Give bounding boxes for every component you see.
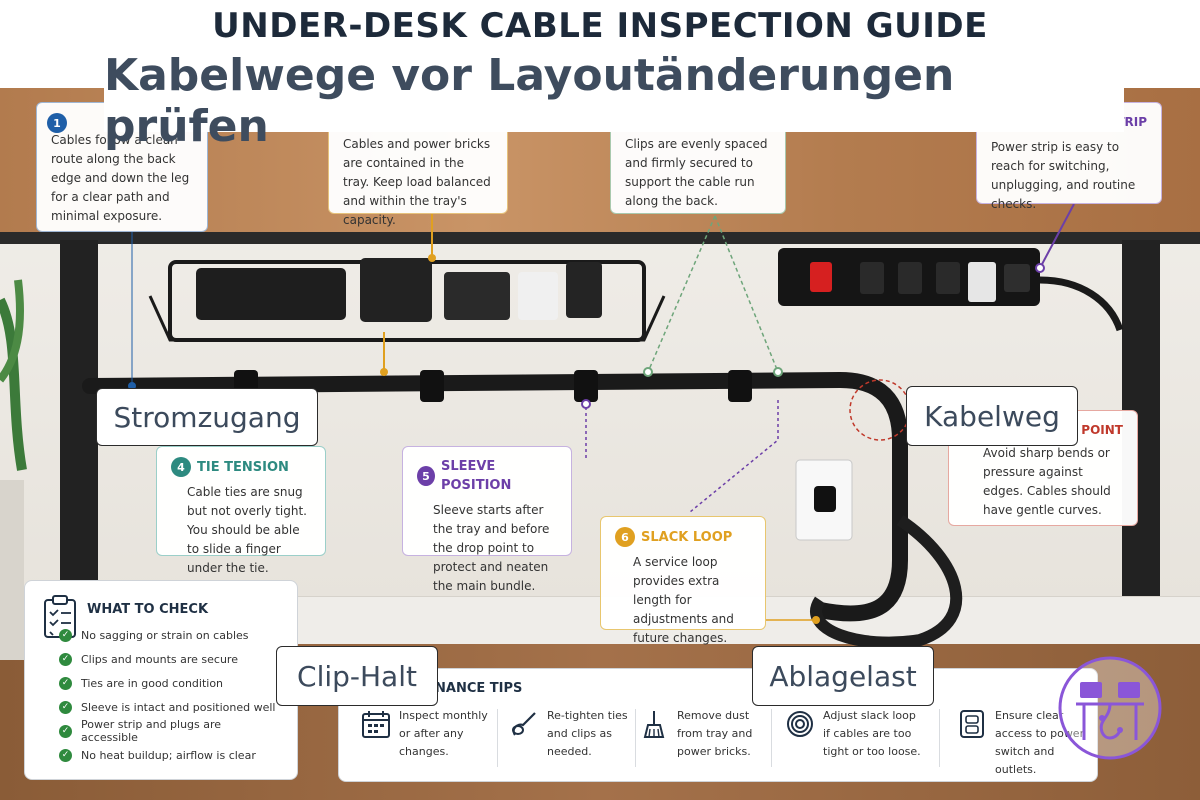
check-icon: ✓ [59, 700, 72, 714]
desk-frame [0, 232, 1200, 244]
desk-logo-icon [1058, 656, 1162, 760]
tip-item: Inspect monthly or after any changes. [361, 707, 491, 769]
check-icon: ✓ [59, 724, 72, 738]
maintenance-tips-title: NANCE TIPS [435, 681, 523, 696]
desk-leg-left [60, 240, 98, 640]
check-icon: ✓ [59, 676, 72, 690]
checklist-item-text: Power strip and plugs are accessible [81, 718, 222, 744]
checklist-item: ✓ No sagging or strain on cables [15, 623, 279, 647]
callout-sleeve-position-text: Sleeve starts after the tray and before … [433, 503, 550, 593]
power-strip [778, 248, 1040, 306]
overlay-label-power-access: Stromzugang [96, 388, 318, 446]
maintenance-tips-panel: NANCE TIPS Inspect monthly or after any … [338, 668, 1098, 782]
callout-clips-text: Clips are evenly spaced and firmly secur… [625, 137, 768, 208]
tip-divider [939, 709, 940, 767]
checklist-item-text: Clips and mounts are secure [81, 652, 238, 666]
checklist-item: ✓ Power strip and plugs are accessible [15, 718, 279, 744]
check-icon: ✓ [59, 748, 72, 762]
overlay-title: Kabelwege vor Layoutänderungen prüfen [104, 50, 1124, 152]
check-icon: ✓ [59, 628, 72, 642]
callout-power-strip-text: Power strip is easy to reach for switchi… [991, 140, 1136, 211]
coil-icon [787, 711, 813, 737]
tip-text: Inspect monthly or after any changes. [399, 709, 488, 758]
tip-text: Re-tighten ties and clips as needed. [547, 709, 628, 758]
callout-tie-tension: 4 TIE TENSION Cable ties are snug but no… [156, 446, 326, 575]
checklist-item: ✓ Clips and mounts are secure [15, 647, 279, 671]
callout-tie-tension-title: TIE TENSION [197, 459, 289, 475]
callout-slack-loop-title: SLACK LOOP [641, 529, 733, 545]
callout-tie-tension-badge: 4 [171, 457, 191, 477]
callout-slack-loop-text: A service loop provides extra length for… [633, 555, 734, 645]
check-icon: ✓ [59, 652, 72, 666]
tip-text: Adjust slack loop if cables are too tigh… [823, 709, 921, 758]
checklist-panel: WHAT TO CHECK ✓ No sagging or strain on … [24, 580, 298, 780]
checklist-item-text: No sagging or strain on cables [81, 628, 249, 642]
callout-sleeve-position-title: SLEEVE POSITION [440, 459, 512, 493]
callout-route-text: Cables follow a clean route along the ba… [51, 133, 190, 223]
overlay-label-cable-route: Kabelweg [906, 386, 1078, 446]
tip-item: Adjust slack loop if cables are too tigh… [785, 707, 925, 769]
tip-item: Ensure clear access to power switch and … [957, 707, 1091, 776]
outlet-icon [960, 710, 984, 738]
overlay-label-clip-hold: Clip-Halt [276, 646, 438, 706]
checklist-item: ✓ No heat buildup; airflow is clear [15, 743, 279, 767]
callout-bend-point-text: Avoid sharp bends or pressure against ed… [983, 446, 1111, 517]
callout-tray-text: Cables and power bricks are contained in… [343, 137, 491, 227]
calendar-icon [362, 711, 390, 738]
checklist-item: ✓ Sleeve is intact and positioned well [15, 695, 279, 719]
tip-divider [771, 709, 772, 767]
callout-slack-loop: 6 SLACK LOOP A service loop provides ext… [600, 516, 766, 645]
brush-icon [643, 711, 665, 738]
callout-tie-tension-text: Cable ties are snug but not overly tight… [187, 485, 307, 575]
checklist-title: WHAT TO CHECK [87, 601, 209, 617]
checklist-item: ✓ Ties are in good condition [15, 671, 279, 695]
callout-route-badge: 1 [47, 113, 67, 133]
cable-tray [148, 258, 666, 342]
callout-sleeve-position: 5 SLEEVE POSITION Sleeve starts after th… [402, 446, 572, 593]
checklist-item-text: Sleeve is intact and positioned well [81, 700, 276, 714]
plant-illustration [0, 279, 27, 660]
checklist-item-text: Ties are in good condition [81, 676, 224, 690]
callout-sleeve-position-badge: 5 [417, 466, 435, 486]
tip-item: Remove dust from tray and power bricks. [639, 707, 775, 769]
overlay-label-tray-load: Ablagelast [752, 646, 934, 706]
tip-text: Remove dust from tray and power bricks. [677, 709, 753, 758]
tip-divider [497, 709, 498, 767]
tip-text: Ensure clear access to power switch and … [995, 709, 1085, 776]
page-title: UNDER-DESK CABLE INSPECTION GUIDE [212, 6, 988, 46]
tip-item: Re-tighten ties and clips as needed. [509, 707, 639, 769]
callout-slack-loop-badge: 6 [615, 527, 635, 547]
tie-icon [512, 712, 536, 736]
tip-divider [635, 709, 636, 767]
checklist-item-text: No heat buildup; airflow is clear [81, 748, 256, 762]
clipboard-icon [44, 595, 76, 638]
callout-bend-point-title: POINT [1081, 423, 1123, 437]
